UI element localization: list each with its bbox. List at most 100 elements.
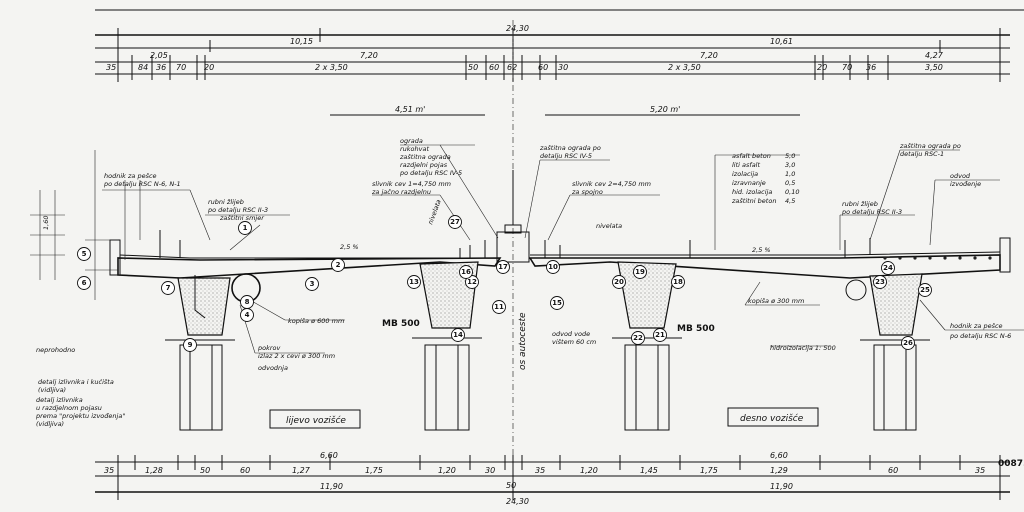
layer-4-value: 0,10 (785, 188, 799, 196)
seg-r-4: 70 (842, 63, 852, 72)
slope-lines: 4,51 m' 5,20 m' 2,5 % 2,5 % (330, 105, 800, 254)
note-bl-3: prema "projektu izvođenja" (35, 412, 125, 420)
note-r3-2: izvođenje (950, 180, 981, 188)
position-marker-label: 7 (166, 284, 171, 292)
carriageway-right: desno vozišće (740, 413, 804, 424)
bdim-6: 1,20 (438, 466, 456, 475)
seg-l-0: 35 (106, 63, 116, 72)
dim-right-1: 10,61 (770, 37, 793, 46)
seg-r-0: 60 (538, 63, 548, 72)
left-vertical-dims (30, 150, 141, 300)
position-marker-circle (550, 296, 564, 310)
sheet-number: 0087. (998, 459, 1024, 469)
position-marker-label: 19 (635, 268, 645, 276)
pavement-layers: asfalt beton 5,0 liti asfalt 3,0 izolaci… (731, 152, 799, 205)
bdim-14: 35 (975, 466, 985, 475)
note-pipe-l2: izlaz 2 x cevi ø 300 mm (258, 352, 335, 360)
note-walkway-l2: po detalju RSC N-6, N-1 (103, 180, 181, 188)
position-marker-label: 17 (498, 263, 508, 271)
bdim-row2-right: 11,90 (770, 482, 793, 491)
position-marker-circle (407, 275, 421, 289)
position-marker-label: 21 (655, 331, 665, 339)
layer-5-value: 4,5 (785, 197, 795, 205)
position-marker-label: 27 (450, 218, 460, 226)
seg-l-3: 70 (176, 63, 186, 72)
bdim-10: 1,45 (640, 466, 658, 475)
position-marker-label: 1 (243, 224, 248, 232)
piers (165, 337, 930, 431)
position-marker-circle (240, 295, 254, 309)
carriageway-right-box (727, 407, 819, 427)
position-marker-circle (331, 258, 345, 272)
position-marker-label: 10 (548, 263, 558, 271)
note-nivelata-r: nivelata (596, 222, 622, 230)
seg-l-6: 50 (468, 63, 478, 72)
position-marker-label: 16 (461, 268, 471, 276)
seg-r-1: 30 (558, 63, 568, 72)
note-bl2-1: detalj izlivnika i kućišta (38, 378, 114, 386)
position-marker-circle (546, 260, 560, 274)
seg-l-2: 36 (156, 63, 166, 72)
axis-label: os autoceste (518, 312, 528, 370)
position-marker-circle (653, 328, 667, 342)
carriageway-left-box (269, 409, 361, 429)
note-r2-2: po detalju RSC II-3 (841, 208, 902, 216)
layer-3-name: izravnanje (732, 179, 766, 187)
position-marker-circle (918, 283, 932, 297)
bdim-11: 1,75 (700, 466, 718, 475)
note-far-right-2: po detalju RSC N-6 (949, 332, 1011, 340)
note-cl-3: zaštitna ograda (399, 153, 451, 161)
note-cl-2: rukohvat (400, 145, 429, 153)
concrete-class-right: MB 500 (677, 324, 715, 334)
position-marker-label: 23 (875, 278, 885, 286)
position-marker-circle (873, 275, 887, 289)
position-marker-label: 26 (903, 339, 913, 347)
layer-3-value: 0,5 (785, 179, 795, 187)
position-marker-circle (238, 221, 252, 235)
bdim-12: 1,29 (770, 466, 788, 475)
layer-2-value: 1,0 (785, 170, 795, 178)
note-pipe-right: kopiša ø 300 mm (748, 297, 804, 305)
position-marker-label: 4 (245, 311, 250, 319)
note-cl-1: ograda (400, 137, 423, 145)
bdim-5: 1,75 (365, 466, 383, 475)
position-marker-circle (77, 247, 91, 261)
bdim-center: 50 (506, 481, 516, 490)
position-marker-label: 6 (82, 279, 87, 287)
position-marker-circle (631, 331, 645, 345)
note-pipe-l1: pokrov (257, 344, 281, 352)
note-drain-left: odvodnja (258, 364, 288, 372)
layer-0-name: asfalt beton (732, 152, 771, 160)
seg-r-6: 3,50 (925, 63, 943, 72)
note-cr-top-2: detalju RSC IV-5 (540, 152, 592, 160)
position-marker-circle (671, 275, 685, 289)
layer-2-name: izolacija (732, 170, 758, 178)
position-marker-circle (881, 261, 895, 275)
seg-r-5: 36 (866, 63, 876, 72)
overall-width: 24,30 (506, 24, 529, 33)
dim-vert-1: 1,60 (42, 216, 50, 230)
note-cl2-2: za jačno razdjelnu (371, 188, 431, 196)
bottom-dimension-lines: 35 1,28 50 60 1,27 1,75 1,20 30 35 1,20 … (95, 451, 1010, 506)
bdim-1: 1,28 (145, 466, 163, 475)
position-marker-circle (183, 338, 197, 352)
note-cl2-1: slivnik cev 1=4,750 mm (372, 180, 451, 188)
position-marker-label: 24 (883, 264, 893, 272)
position-marker-label: 11 (494, 303, 504, 311)
layer-1-value: 3,0 (785, 161, 795, 169)
note-r3-1: odvod (950, 172, 971, 180)
callout-text: hodnik za pešce po detalju RSC N-6, N-1 … (35, 137, 1011, 428)
note-rt-1: zaštitna ograda po (899, 142, 961, 150)
bdim-3: 60 (240, 466, 250, 475)
seg-l-8: 62 (507, 63, 517, 72)
position-marker-circle (496, 260, 510, 274)
bdim-mid-left: 6,60 (320, 451, 338, 460)
top-dimension-lines: 24,30 10,15 7,20 10,61 7,20 4,27 2,05 35… (95, 9, 1024, 82)
position-marker-label: 13 (409, 278, 419, 286)
layer-5-name: zaštitni beton (731, 197, 776, 205)
position-marker-label: 22 (633, 334, 643, 342)
bdim-7: 30 (485, 466, 495, 475)
dim-left-2: 7,20 (360, 51, 378, 60)
slope-left: 4,51 m' (395, 105, 425, 114)
